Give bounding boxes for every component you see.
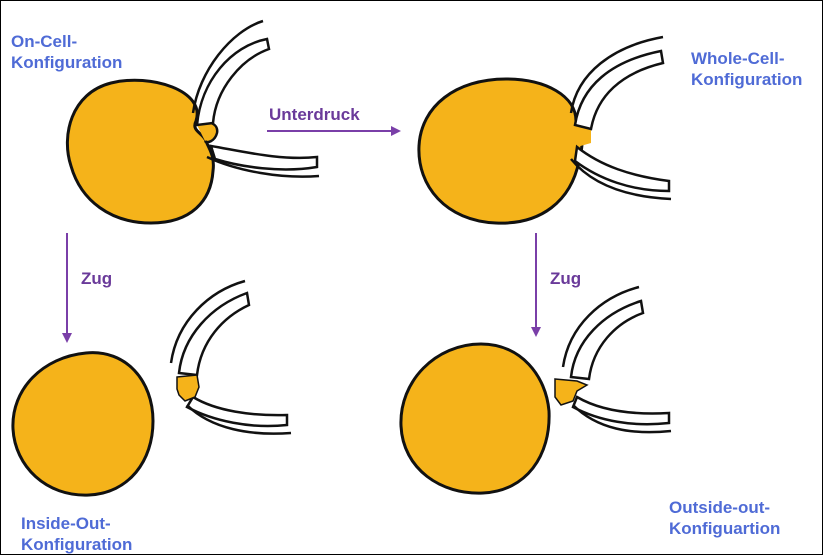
on-cell-label-line1: On-Cell- [11, 31, 122, 52]
on-cell-label: On-Cell- Konfiguration [11, 31, 122, 73]
inside-out-patch [177, 375, 199, 401]
whole-cell-panel [419, 37, 671, 223]
whole-cell-label: Whole-Cell- Konfiguration [691, 48, 802, 90]
outside-out-label-line1: Outside-out- [669, 497, 780, 518]
whole-cell-label-line1: Whole-Cell- [691, 48, 802, 69]
inside-out-label: Inside-Out- Konfiguration [21, 513, 132, 555]
inside-out-cell [13, 353, 153, 495]
inside-out-label-line2: Konfiguration [21, 534, 132, 555]
on-cell-label-line2: Konfiguration [11, 52, 122, 73]
suction-arrow-label: Unterdruck [269, 105, 360, 125]
on-cell-cell [67, 80, 213, 223]
pull-arrow-left-label: Zug [81, 269, 112, 289]
outside-out-label: Outside-out- Konfiguartion [669, 497, 780, 539]
inside-out-label-line1: Inside-Out- [21, 513, 132, 534]
outside-out-cell [401, 344, 549, 493]
inside-out-panel [13, 281, 291, 495]
whole-cell-cell [419, 79, 582, 223]
outside-out-pipette [563, 287, 671, 432]
outside-out-label-line2: Konfiguartion [669, 518, 780, 539]
whole-cell-pipette [571, 37, 671, 199]
inside-out-pipette [171, 281, 291, 434]
pull-arrow-right-label: Zug [550, 269, 581, 289]
whole-cell-label-line2: Konfiguration [691, 69, 802, 90]
